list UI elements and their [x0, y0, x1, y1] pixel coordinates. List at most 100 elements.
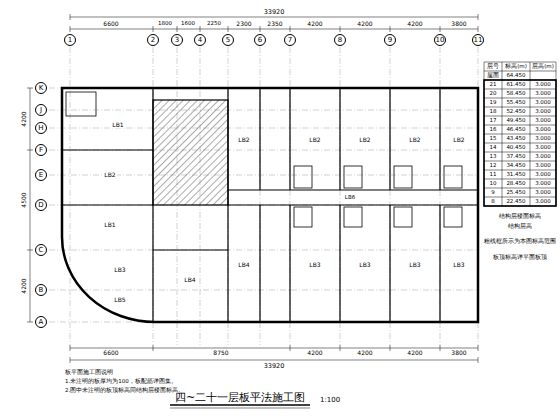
- axis-bubble: D: [35, 199, 47, 211]
- axis-bubble: C: [35, 244, 47, 256]
- slab-label: LB2: [103, 172, 116, 178]
- drawn-line: [484, 143, 556, 144]
- drawn-line: [27, 150, 33, 151]
- slab-label: LB2: [408, 137, 421, 143]
- slab-label: LB3: [452, 262, 465, 268]
- table-cell: 61.450: [505, 82, 526, 88]
- slab-label: LB2: [358, 137, 371, 143]
- dimension: 2350: [266, 21, 283, 27]
- drawn-line: [484, 161, 556, 162]
- drawn-line: [70, 345, 71, 351]
- table-cell: 8: [490, 199, 496, 205]
- axis-label: 6: [258, 37, 262, 44]
- drawn-line: [484, 125, 556, 126]
- table-cell: 3.000: [534, 154, 552, 160]
- drawn-line: [484, 98, 556, 99]
- drawn-line: [484, 152, 556, 153]
- slab-label: LB3: [408, 262, 421, 268]
- table-cell: 3.000: [534, 181, 552, 187]
- dimension: 2300: [235, 21, 252, 27]
- slab-label: LB5: [113, 297, 126, 303]
- table-cell: 3.000: [534, 118, 552, 124]
- table-cell: 3.000: [534, 91, 552, 97]
- table-heading: 结构层楼面标高: [498, 213, 542, 219]
- table-cell: 3.000: [534, 82, 552, 88]
- table-cell: 43.450: [505, 136, 526, 142]
- axis-bubble: 4: [194, 34, 206, 46]
- drawn-line: [484, 179, 556, 180]
- dimension: 1800: [157, 21, 173, 27]
- drawn-line: [49, 110, 478, 111]
- drawn-line: [70, 348, 478, 349]
- drawn-line: [228, 26, 229, 32]
- slab-label: LB2: [237, 137, 250, 143]
- dimension: 1600: [180, 21, 196, 27]
- table-cell: 18: [489, 109, 498, 115]
- dimension: 4200: [21, 110, 27, 127]
- table-cell: 55.450: [505, 100, 526, 106]
- dimension: 4200: [406, 21, 423, 27]
- axis-label: C: [39, 247, 44, 254]
- table-cell: 屋面: [486, 73, 500, 79]
- drawn-line: [49, 205, 478, 206]
- table-note: 粗线框所示为本图标高范围: [482, 239, 558, 245]
- axis-bubble: 1: [64, 34, 76, 46]
- drawn-line: [290, 26, 291, 32]
- table-cell: 标高(m): [504, 64, 528, 70]
- dimension: 3800: [450, 350, 467, 356]
- axis-label: A: [39, 319, 44, 326]
- axis-label: 4: [198, 37, 202, 44]
- table-cell: 3.000: [534, 127, 552, 133]
- title-underline: [170, 405, 310, 408]
- table-cell: 22.450: [505, 199, 526, 205]
- table-cell: 3.000: [534, 145, 552, 151]
- drawn-line: [484, 107, 556, 108]
- table-cell: 14: [489, 145, 498, 151]
- slab-label: LB3: [308, 262, 321, 268]
- drawn-line: [260, 47, 261, 345]
- axis-bubble: 6: [254, 34, 266, 46]
- table-cell: 3.000: [534, 163, 552, 169]
- axis-bubble: K: [35, 82, 47, 94]
- drawn-line: [478, 357, 479, 363]
- table-cell: 15: [489, 136, 498, 142]
- overall-dimension: 33920: [263, 363, 286, 370]
- drawing-title: 四~二十一层板平法施工图: [174, 392, 306, 403]
- dimension: 4200: [306, 350, 323, 356]
- axis-bubble: H: [35, 122, 47, 134]
- table-cell: 12: [489, 163, 498, 169]
- axis-bubble: F: [35, 144, 47, 156]
- drawn-line: [228, 47, 229, 345]
- bathrooms: [66, 92, 462, 227]
- axis-label: 11: [474, 37, 483, 44]
- table-cell: 34.450: [505, 163, 526, 169]
- axis-label: F: [39, 147, 43, 154]
- dimension: 4200: [21, 277, 27, 294]
- notes-heading: 板平面施工图说明: [64, 369, 114, 375]
- slab-label: LB3: [358, 262, 371, 268]
- axis-label: K: [39, 85, 44, 92]
- table-cell: 11: [489, 172, 498, 178]
- table-cell: 58.450: [505, 91, 526, 97]
- axis-label: D: [38, 202, 43, 209]
- table-cell: 46.450: [505, 127, 526, 133]
- table-cell: 49.450: [505, 118, 526, 124]
- drawn-line: [340, 26, 341, 32]
- axis-bubble: 2: [147, 34, 159, 46]
- table-cell: 37.450: [505, 154, 526, 160]
- dimension: 4200: [406, 350, 423, 356]
- drawn-line: [478, 14, 479, 20]
- drawn-line: [27, 322, 33, 323]
- axis-bubble: 8: [334, 34, 346, 46]
- table-cell: 28.450: [505, 181, 526, 187]
- dimension: 8750: [212, 350, 229, 356]
- axis-bubble: 10: [434, 34, 446, 46]
- drawn-line: [70, 26, 71, 32]
- axis-bubble: 9: [384, 34, 396, 46]
- drawn-line: [153, 26, 154, 32]
- table-cell: 3.000: [534, 136, 552, 142]
- axis-label: 7: [288, 37, 292, 44]
- drawn-line: [49, 150, 478, 151]
- drawn-line: [340, 47, 341, 345]
